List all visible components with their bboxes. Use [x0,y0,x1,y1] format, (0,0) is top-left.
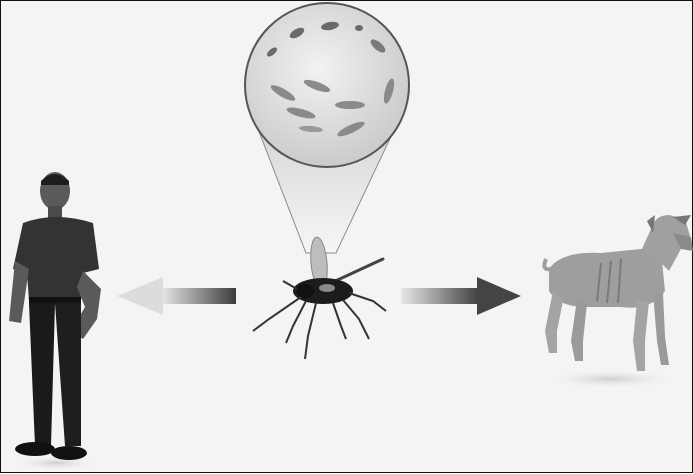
magnified-parasites-icon [245,3,409,167]
sandfly-insect-icon [253,236,386,359]
dog-figure-icon [541,215,693,389]
arrow-left-icon [117,277,236,315]
human-figure-icon [9,172,101,471]
arrow-right-icon [401,277,521,315]
